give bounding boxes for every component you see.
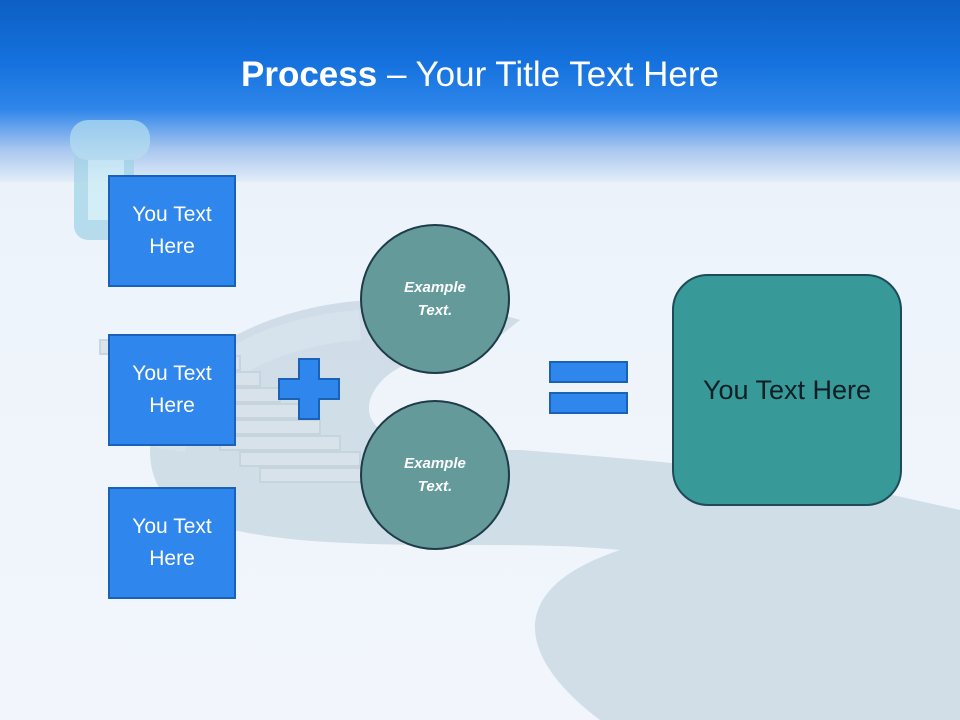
input-box-2[interactable]: You Text Here [108, 334, 236, 446]
page-title: Process – Your Title Text Here [0, 52, 960, 98]
example-circle-1-line1: Example [404, 279, 466, 296]
example-circle-2-line1: Example [404, 455, 466, 472]
input-box-3-line1: You Text [132, 515, 212, 538]
input-box-1-line1: You Text [132, 203, 212, 226]
title-bold: Process [241, 55, 378, 94]
equals-icon [549, 361, 628, 414]
input-box-3-text: You Text Here [132, 511, 211, 575]
example-circle-2-line2: Text. [417, 478, 453, 495]
input-box-3[interactable]: You Text Here [108, 487, 236, 599]
result-box-label: You Text Here [702, 374, 872, 405]
swirl-shadow [150, 300, 960, 720]
input-box-2-line1: You Text [132, 362, 212, 385]
example-circle-2-text: Example Text. [404, 452, 466, 498]
example-circle-1-line2: Text. [417, 302, 453, 319]
example-circle-2[interactable]: Example Text. [360, 400, 510, 550]
input-box-1[interactable]: You Text Here [108, 175, 236, 287]
result-box[interactable]: You Text Here [672, 274, 902, 506]
input-box-2-text: You Text Here [132, 358, 211, 422]
input-box-3-line2: Here [149, 547, 195, 570]
input-box-1-line2: Here [149, 235, 195, 258]
input-box-1-text: You Text Here [132, 199, 211, 263]
example-circle-1[interactable]: Example Text. [360, 224, 510, 374]
title-rest: – Your Title Text Here [377, 55, 719, 94]
header-band [0, 0, 960, 182]
example-circle-1-text: Example Text. [404, 276, 466, 322]
input-box-2-line2: Here [149, 394, 195, 417]
plus-icon [278, 358, 340, 420]
